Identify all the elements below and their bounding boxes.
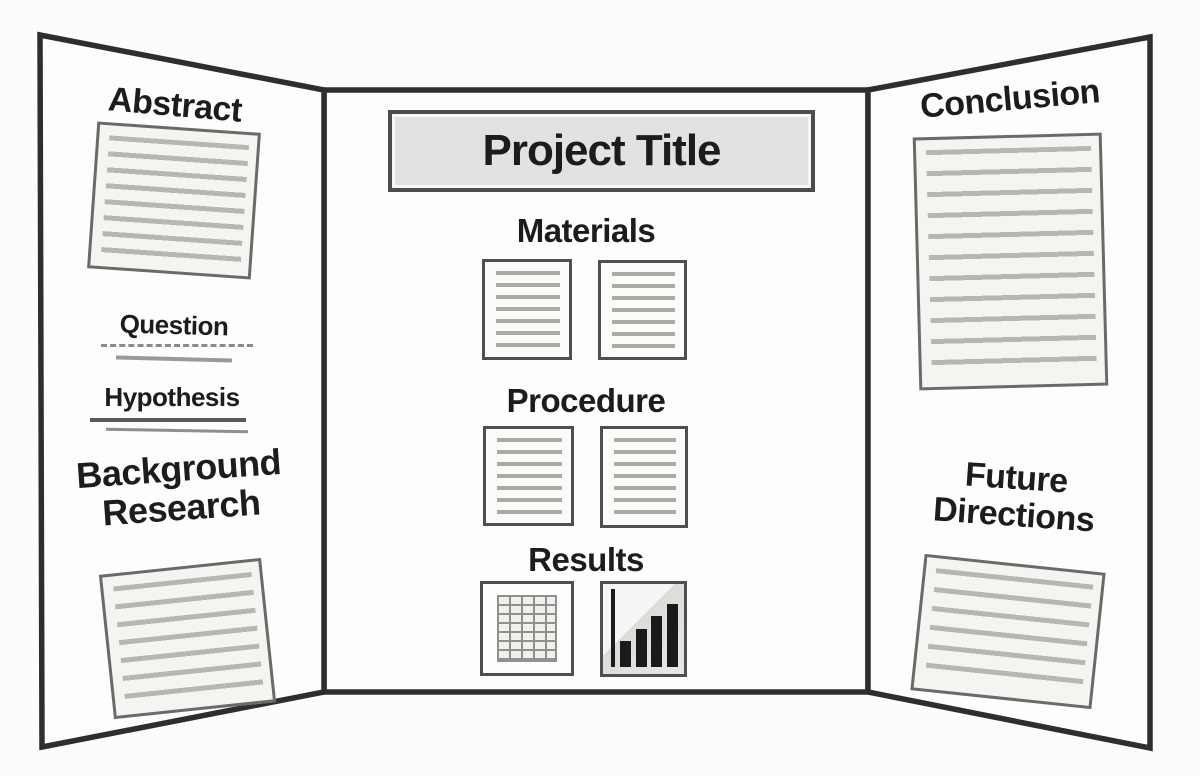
background-research-lined-paper-icon [98, 557, 277, 720]
table-grid-cells [497, 595, 557, 662]
paper-text-lines [924, 568, 1094, 698]
chart-bars [620, 601, 678, 667]
project-title-box: Project Title [388, 110, 815, 192]
chart-bar [620, 641, 631, 667]
paper-text-lines [614, 438, 676, 516]
abstract-lined-paper-icon [87, 121, 261, 280]
chart-bar [635, 629, 647, 667]
procedure-lined-paper-icon-1 [483, 426, 574, 526]
question-heading: Question [119, 308, 229, 342]
paper-text-lines [100, 135, 250, 268]
procedure-heading: Procedure [506, 382, 666, 419]
background-research-heading: Background Research [66, 441, 295, 535]
conclusion-lined-paper-icon [912, 132, 1109, 391]
materials-lined-paper-icon-1 [482, 259, 572, 360]
chart-bar [666, 604, 678, 667]
future-directions-heading: Future Directions [908, 453, 1123, 542]
hypothesis-underline-1 [90, 418, 246, 422]
materials-lined-paper-icon-2 [598, 260, 687, 360]
paper-text-lines [612, 272, 675, 348]
materials-heading: Materials [516, 212, 656, 249]
project-title-label: Project Title [482, 126, 721, 175]
results-heading: Results [528, 541, 644, 578]
question-underline-1 [101, 344, 253, 347]
procedure-lined-paper-icon-2 [600, 426, 688, 528]
paper-text-lines [496, 271, 560, 348]
table-grid-icon [480, 581, 574, 676]
paper-text-lines [113, 571, 265, 707]
paper-text-lines [926, 145, 1097, 380]
chart-bar [651, 616, 663, 667]
future-directions-lined-paper-icon [910, 553, 1106, 710]
chart-axis-line [611, 589, 615, 667]
hypothesis-heading: Hypothesis [104, 382, 240, 412]
bar-chart-icon [600, 581, 687, 677]
paper-text-lines [497, 438, 562, 514]
